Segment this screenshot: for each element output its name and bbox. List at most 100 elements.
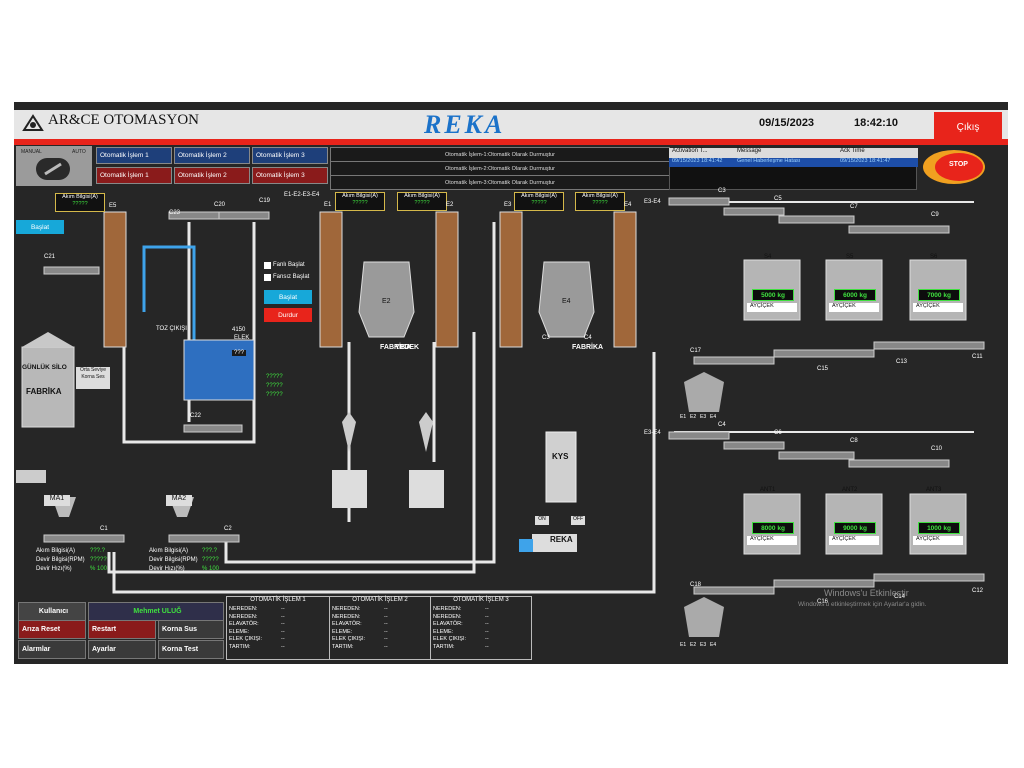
alarm-cell-activation[interactable]: 09/15/2023 18:41:42 <box>669 158 734 167</box>
alarm-cell-message[interactable]: Genel Haberleşme Hatası <box>734 158 837 167</box>
panel-1-labels: NEREDEN:NEREDEN:ELAVATÖR:ELEME:ELEK ÇIKI… <box>229 606 263 650</box>
left-start-button[interactable]: Başlat <box>16 220 64 234</box>
ma1-current-label: Akım Bilgisi(A) <box>36 548 76 554</box>
label-top-c3: C3 <box>718 188 726 194</box>
settings-button[interactable]: Ayarlar <box>88 640 156 659</box>
restart-button[interactable]: Restart <box>88 620 156 639</box>
mode-knob[interactable] <box>36 158 70 180</box>
exit-button[interactable]: Çıkış <box>934 112 1002 142</box>
label-c17: C17 <box>690 348 702 354</box>
label-c4: C4 <box>584 335 592 341</box>
emergency-stop-button[interactable]: STOP <box>919 148 989 186</box>
horn-test-button[interactable]: Korna Test <box>158 640 224 659</box>
label-c13: C13 <box>896 359 908 365</box>
fan-start-label: Fanlı Başlat <box>273 262 305 268</box>
label-c7: C7 <box>850 204 858 210</box>
vertical-label-yedek: YEDEK <box>395 344 420 351</box>
cleaner-stop-button[interactable]: Durdur <box>264 308 312 322</box>
e4-current-info: Akım Bilgisi(A)????? <box>575 192 625 211</box>
auto-process-panel-2: OTOMATİK İŞLEM 2 NEREDEN:NEREDEN:ELAVATÖ… <box>329 596 431 660</box>
silo-ant2-weight: 9000 kg <box>834 522 876 534</box>
ma2-speed-value: % 100 <box>202 566 220 572</box>
user-name: Mehmet ULUĞ <box>88 602 224 621</box>
ma2-rpm-value: ????? <box>202 557 219 563</box>
label-c19: C19 <box>259 198 271 204</box>
current-date: 09/15/2023 <box>759 117 815 129</box>
activation-watermark-text: Windows'u etkinleştirmek için Ayarlar'a … <box>798 601 927 608</box>
left-current-info: Akım Bilgisi(A) ????? <box>55 193 105 212</box>
kys-on-button[interactable]: ON <box>535 516 549 525</box>
auto-label: AUTO <box>72 149 86 155</box>
label-c15: C15 <box>817 366 829 372</box>
silo-s5-product[interactable]: AYÇİÇEK <box>829 303 879 312</box>
panel-3-labels: NEREDEN:NEREDEN:ELAVATÖR:ELEME:ELEK ÇIKI… <box>433 606 467 650</box>
alarm-cell-ack[interactable]: 09/15/2023 18:41:47 <box>837 158 918 167</box>
alarm-col-ack[interactable]: Ack Time <box>837 148 918 158</box>
sieve-value: ??? <box>232 350 247 356</box>
label-c12: C12 <box>972 588 984 594</box>
ma2-speed-label: Devir Hızı(%) <box>149 566 185 572</box>
auto-process-2-stop-button[interactable]: Otomatik İşlem 2 <box>174 167 250 184</box>
silo-s4-product[interactable]: AYÇİÇEK <box>747 303 797 312</box>
top-gate-e1: E1 <box>680 414 687 420</box>
current-time: 18:42:10 <box>854 117 899 129</box>
alarm-col-activation[interactable]: Activation T... <box>669 148 734 158</box>
silo-s6-name: S6 <box>930 254 938 260</box>
top-gate-e2: E2 <box>690 414 697 420</box>
silo-ant1-weight: 8000 kg <box>752 522 794 534</box>
label-c21: C21 <box>44 254 56 260</box>
horn-mute-button[interactable]: Korna Sus <box>158 620 224 639</box>
label-c11: C11 <box>972 354 983 360</box>
label-c5: C5 <box>774 196 782 202</box>
auto-process-1-stop-button[interactable]: Otomatik İşlem 1 <box>96 167 172 184</box>
silo-s6-product[interactable]: AYÇİÇEK <box>913 303 963 312</box>
fault-reset-button[interactable]: Arıza Reset <box>18 620 86 639</box>
label-c14: C14 <box>894 594 906 600</box>
auto-process-2-start-button[interactable]: Otomatik İşlem 2 <box>174 147 250 164</box>
sieve-label: ELEK <box>234 335 250 341</box>
auto-process-panel-1: OTOMATİK İŞLEM 1 NEREDEN:NEREDEN:ELAVATÖ… <box>226 596 330 660</box>
arce-logo-icon <box>22 114 44 131</box>
activation-watermark-title: Windows'u Etkinleştir <box>824 588 909 598</box>
label-e5: E5 <box>109 203 117 209</box>
auto-process-1-start-button[interactable]: Otomatik İşlem 1 <box>96 147 172 164</box>
silo-s4-name: S4 <box>764 254 772 260</box>
process-diagram <box>16 197 985 637</box>
silo-s5-name: S5 <box>846 254 854 260</box>
label-c23: C23 <box>169 210 181 216</box>
cleaner-start-button[interactable]: Başlat <box>264 290 312 304</box>
ma2-label: MA2 <box>166 495 192 506</box>
daily-silo-title: GÜNLÜK SİLO <box>22 364 67 371</box>
stop-icon <box>923 150 985 184</box>
silo-ant3-product[interactable]: AYÇİÇEK <box>913 536 963 545</box>
silo-ant1-product[interactable]: AYÇİÇEK <box>747 536 797 545</box>
label-e3: E3 <box>504 202 512 208</box>
auto-process-3-stop-button[interactable]: Otomatik İşlem 3 <box>252 167 328 184</box>
elevator-group-label: E1-E2-E3-E4 <box>284 192 320 198</box>
ma1-speed-label: Devir Hızı(%) <box>36 566 72 572</box>
sieve-number: 4150 <box>232 327 246 333</box>
header-divider <box>14 139 1008 145</box>
label-c4-right: C4 <box>718 422 726 428</box>
manual-label: MANUAL <box>21 149 42 155</box>
alarm-col-message[interactable]: Message <box>734 148 837 158</box>
ma2-current-value: ???.? <box>202 548 218 554</box>
label-e1: E1 <box>324 202 332 208</box>
alarms-button[interactable]: Alarmlar <box>18 640 86 659</box>
stop-label: STOP <box>949 161 968 168</box>
silo-ant2-product[interactable]: AYÇİÇEK <box>829 536 879 545</box>
panel-2-labels: NEREDEN:NEREDEN:ELAVATÖR:ELEME:ELEK ÇIKI… <box>332 606 366 650</box>
silo-s6-weight: 7000 kg <box>918 289 960 301</box>
mode-switch[interactable]: MANUAL AUTO <box>16 146 92 186</box>
ma1-current-value: ???.? <box>90 548 106 554</box>
brand-name: AR&CE OTOMASYON <box>48 112 199 128</box>
auto-process-panel-3: OTOMATİK İŞLEM 3 NEREDEN:NEREDEN:ELAVATÖ… <box>430 596 532 660</box>
bottom-gate-e3: E3 <box>700 642 707 648</box>
label-c2: C2 <box>224 526 232 532</box>
cleaner-value-1: ????? <box>266 374 283 380</box>
kys-off-button[interactable]: OFF <box>571 516 585 525</box>
auto-process-3-start-button[interactable]: Otomatik İşlem 3 <box>252 147 328 164</box>
fan-start-checkbox[interactable] <box>264 262 271 269</box>
cleaner-value-2: ????? <box>266 383 283 389</box>
fanless-start-checkbox[interactable] <box>264 274 271 281</box>
